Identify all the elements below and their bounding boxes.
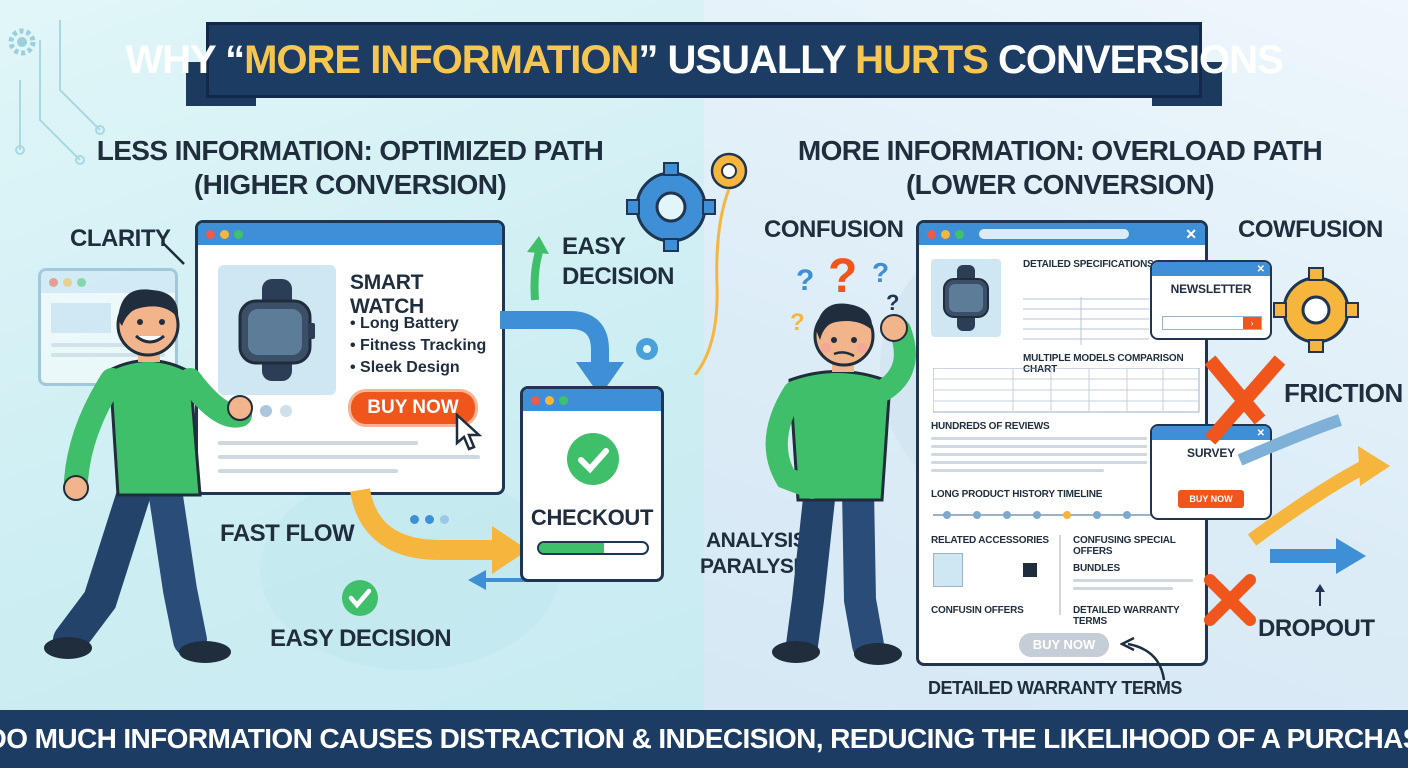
flow-arrows — [350, 311, 624, 590]
easy-decision-bottom-label: EASY DECISION — [270, 625, 452, 652]
gear-icon — [710, 152, 748, 190]
product-image — [931, 259, 1001, 337]
check-icon — [567, 433, 619, 485]
gear-icon — [636, 338, 658, 360]
survey-title: SURVEY — [1187, 446, 1235, 460]
special-offers-heading: CONFUSING SPECIAL OFFERS — [1073, 535, 1176, 557]
buy-now-button-muted[interactable]: BUY NOW — [1019, 633, 1109, 657]
smart-watch-icon — [943, 265, 989, 331]
warranty-caption: DETAILED WARRANTY TERMS — [928, 678, 1182, 698]
newsletter-email-input[interactable]: › — [1162, 316, 1262, 330]
reviews-text-block — [931, 437, 1147, 477]
up-arrow-icon — [527, 236, 549, 301]
question-marks: ? ? ? ? ? — [790, 250, 899, 336]
bundles-heading: BUNDLES — [1073, 563, 1120, 574]
timeline-heading: LONG PRODUCT HISTORY TIMELINE — [931, 489, 1103, 500]
spec-table — [1023, 297, 1149, 345]
right-heading-line2: (LOWER CONVERSION) — [905, 169, 1215, 200]
gears-decoration — [626, 152, 748, 375]
accessory-thumbnail[interactable] — [1023, 563, 1037, 577]
warranty-pointer-arrow — [1120, 636, 1166, 681]
product-image — [218, 265, 336, 395]
friction-arrows — [1204, 267, 1390, 626]
title-banner: WHY “MORE INFORMATION” USUALLY HURTS CON… — [125, 22, 1284, 110]
dropout-label: DROPOUT — [1258, 615, 1375, 642]
happy-shopper-illustration — [44, 289, 253, 663]
confusion-label: CONFUSION — [764, 216, 904, 243]
page-title: WHY “MORE INFORMATION” USUALLY HURTS CON… — [125, 37, 1283, 82]
close-icon[interactable]: ✕ — [1256, 263, 1265, 275]
gear-icon — [8, 28, 36, 56]
comparison-heading: MULTIPLE MODELS COMPARISON CHART — [1023, 353, 1184, 375]
confused-shopper-illustration — [765, 303, 916, 665]
check-icon — [342, 580, 378, 616]
question-mark-icon: ? — [872, 257, 889, 288]
easy-decision-top-label: EASY DECISION — [562, 233, 675, 290]
gear-icon — [626, 162, 716, 252]
clarity-pointer — [161, 241, 185, 265]
feature-item: • Fitness Tracking — [350, 337, 487, 354]
warranty-heading: DETAILED WARRANTY TERMS — [1073, 605, 1180, 627]
x-icon — [1204, 574, 1256, 626]
right-heading: MORE INFORMATION: OVERLOAD PATH (LOWER C… — [730, 134, 1390, 202]
clarity-label: CLARITY — [70, 225, 171, 252]
question-mark-icon: ? — [828, 250, 857, 303]
friction-label: FRICTION — [1284, 378, 1403, 408]
title-bar: WHY “MORE INFORMATION” USUALLY HURTS CON… — [125, 22, 1284, 98]
feature-item: • Sleek Design — [350, 359, 460, 376]
timeline-graphic — [933, 511, 1159, 519]
smart-watch-icon — [238, 279, 315, 381]
checkout-label: CHECKOUT — [530, 505, 654, 530]
cursor-icon — [455, 413, 483, 451]
background-blob — [260, 470, 560, 670]
progress-dots — [410, 515, 449, 524]
cowfusion-label: COWFUSION — [1238, 216, 1383, 243]
newsletter-title: NEWSLETTER — [1170, 282, 1252, 296]
circuit-decoration — [8, 20, 105, 165]
accessory-thumbnail[interactable] — [933, 553, 963, 587]
left-heading-line1: LESS INFORMATION: OPTIMIZED PATH — [96, 135, 604, 166]
analysis-paralysis-label: ANALYSIS PARALYSIS — [700, 529, 813, 578]
question-mark-icon: ? — [790, 309, 805, 336]
feature-item: • Long Battery — [350, 315, 459, 332]
submit-arrow-icon[interactable]: › — [1243, 317, 1261, 329]
newsletter-popup: ✕ NEWSLETTER › — [1150, 260, 1272, 340]
footer-text: TOO MUCH INFORMATION CAUSES DISTRACTION … — [0, 723, 1408, 754]
close-icon[interactable]: ✕ — [1185, 225, 1197, 242]
product-page-window: SMART WATCH • Long Battery • Fitness Tra… — [195, 220, 505, 495]
reviews-heading: HUNDREDS OF REVIEWS — [931, 421, 1050, 432]
fast-flow-label: FAST FLOW — [220, 520, 355, 547]
accessories-heading: RELATED ACCESSORIES — [931, 535, 1049, 546]
left-heading-line2: (HIGHER CONVERSION) — [193, 169, 507, 200]
checkout-progress-bar — [537, 541, 649, 555]
question-mark-icon: ? — [796, 264, 814, 297]
gear-icon — [1273, 267, 1359, 353]
carousel-dots[interactable] — [260, 405, 292, 417]
checkout-window: CHECKOUT — [520, 386, 664, 582]
close-icon[interactable]: ✕ — [1256, 427, 1265, 439]
specs-heading: DETAILED SPECIFICATIONS — [1023, 259, 1154, 270]
feature-list: • Long Battery • Fitness Tracking • Slee… — [350, 313, 486, 379]
right-heading-line1: MORE INFORMATION: OVERLOAD PATH — [797, 135, 1323, 166]
confusin-offers-heading: CONFUSIN OFFERS — [931, 605, 1024, 616]
left-heading: LESS INFORMATION: OPTIMIZED PATH (HIGHER… — [40, 134, 660, 202]
survey-buy-button[interactable]: BUY NOW — [1178, 490, 1244, 508]
comparison-table — [933, 368, 1200, 413]
question-mark-icon: ? — [886, 290, 899, 315]
footer-bar: TOO MUCH INFORMATION CAUSES DISTRACTION … — [0, 710, 1408, 768]
product-name: SMART WATCH — [350, 271, 424, 318]
